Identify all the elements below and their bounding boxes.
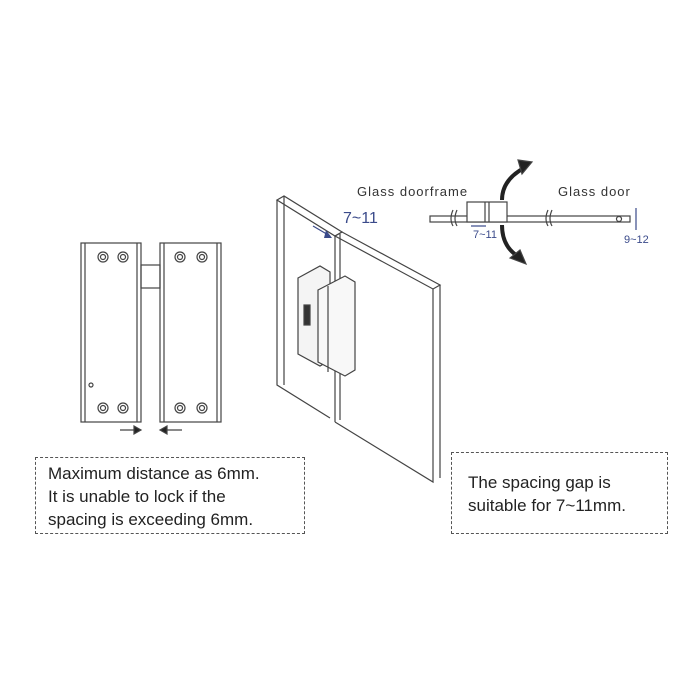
break-mark	[545, 209, 553, 227]
lock-body-left	[80, 242, 142, 423]
note-line: spacing is exceeding 6mm.	[48, 510, 254, 529]
note-line: It is unable to lock if the	[48, 487, 226, 506]
screw-holes	[97, 251, 208, 414]
plan-gap-dimension: 7~11	[473, 229, 497, 241]
door-hole	[615, 215, 623, 223]
iso-gap-dimension: 7~11	[343, 210, 378, 227]
note-line: The spacing gap is	[468, 473, 611, 492]
glass-door-panel	[333, 231, 442, 484]
swing-arrow-up-icon	[500, 159, 534, 201]
glass-door-label: Glass door	[558, 184, 631, 199]
glass-doorframe-label: Glass doorframe	[357, 184, 469, 199]
gap-arrows	[120, 424, 182, 436]
glass-plan-line	[429, 215, 631, 223]
max-distance-note: Maximum distance as 6mm. It is unable to…	[35, 457, 305, 534]
indicator-hole	[88, 382, 94, 388]
armature-plate-right	[159, 242, 222, 423]
note-line: Maximum distance as 6mm.	[48, 464, 260, 483]
front-view-lock	[80, 242, 222, 436]
connector	[140, 264, 161, 289]
isometric-view	[275, 195, 442, 484]
plan-lock	[466, 201, 508, 223]
glass-thickness-dimension: 9~12	[624, 234, 649, 246]
break-mark	[450, 209, 458, 227]
plan-view	[429, 159, 637, 266]
note-line: suitable for 7~11mm.	[468, 496, 626, 515]
iso-gap-arrow	[312, 225, 332, 238]
mounted-lock	[297, 265, 356, 377]
swing-arrow-down-icon	[500, 224, 528, 266]
spacing-gap-note: The spacing gap is suitable for 7~11mm.	[451, 452, 668, 534]
